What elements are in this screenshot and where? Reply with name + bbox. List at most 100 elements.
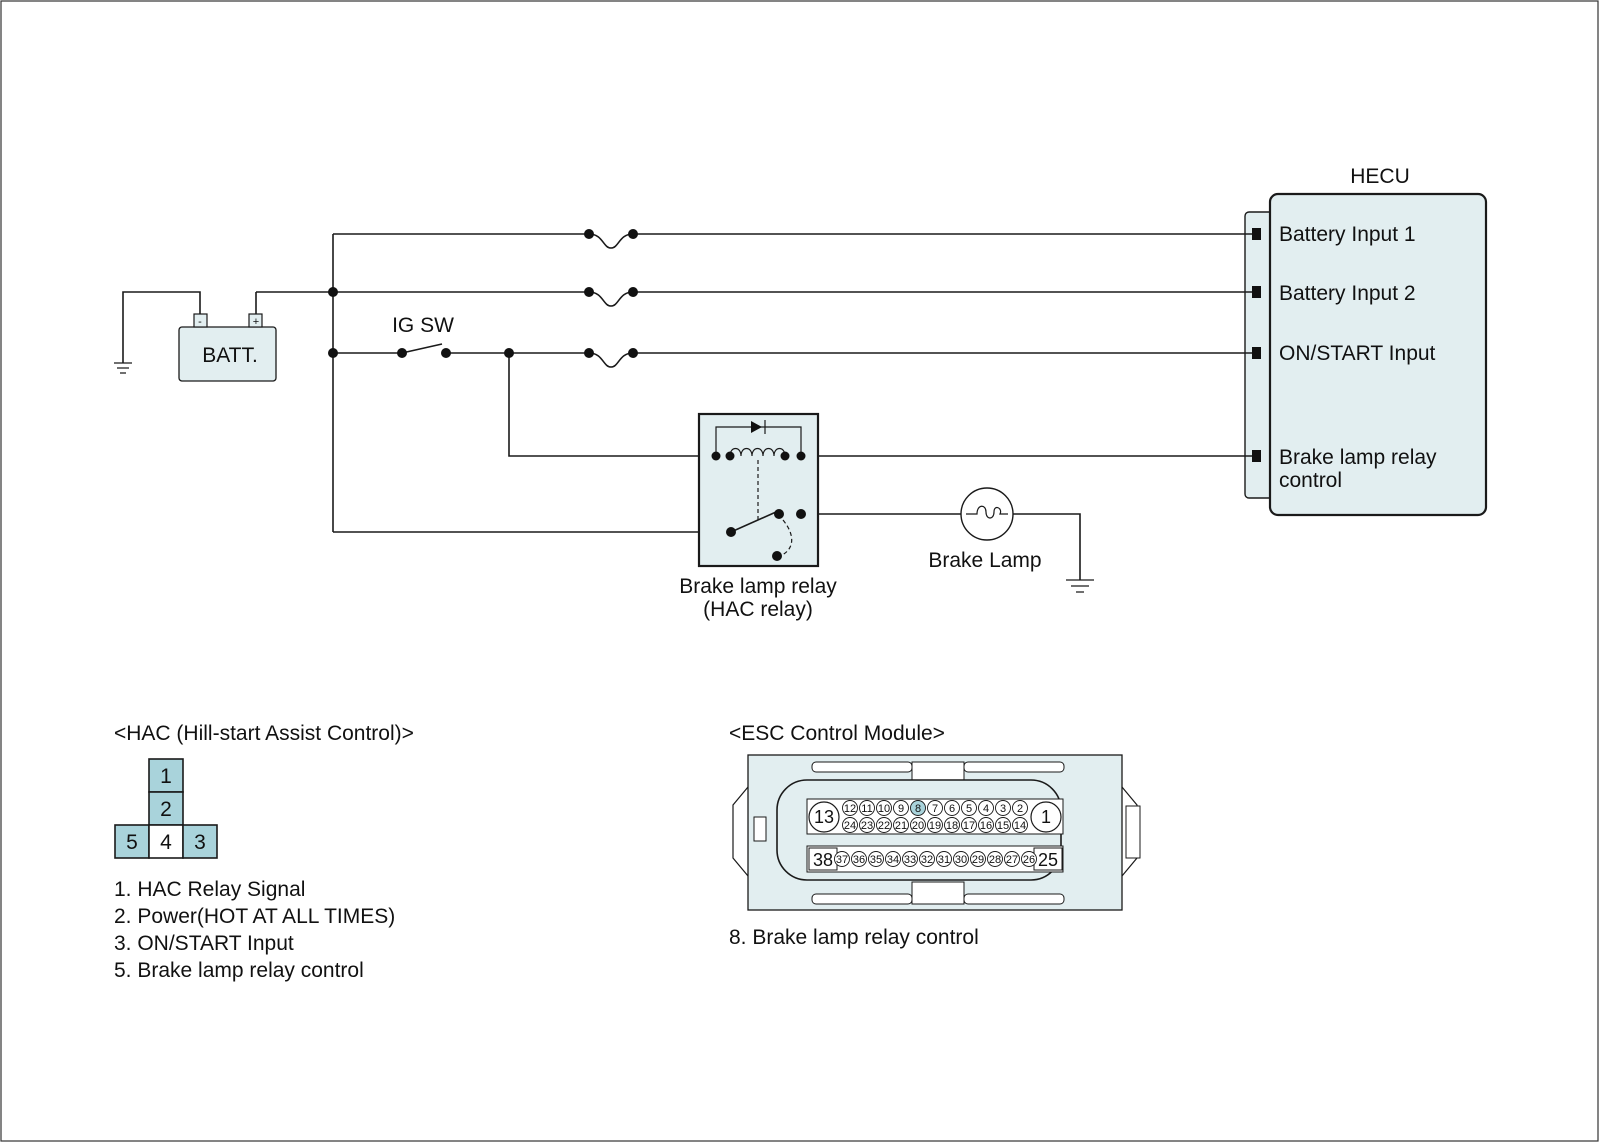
esc-pin-4: [978, 800, 994, 816]
esc-pin-28: [987, 851, 1003, 867]
esc-pin-label: 28: [989, 854, 1001, 866]
esc-pin-5: [961, 800, 977, 816]
esc-pin-label: 9: [898, 803, 904, 815]
esc-pin-label: 34: [887, 854, 899, 866]
junction-dot: [328, 348, 338, 358]
fuse-icon: [588, 233, 634, 249]
brake-lamp-relay: Brake lamp relay (HAC relay): [679, 412, 837, 621]
junction-dots: [328, 229, 638, 358]
esc-pin-label: 35: [870, 854, 882, 866]
esc-pin-label: 25: [1038, 850, 1058, 870]
lamp-bulb: [960, 487, 1014, 541]
fuse-contact-dot: [628, 348, 638, 358]
esc-pin-label: 23: [861, 820, 873, 832]
esc-pin-27: [1004, 851, 1020, 867]
esc-pin-label: 7: [932, 803, 938, 815]
esc-pin-19: [927, 817, 943, 833]
battery-minus-label: -: [198, 316, 202, 328]
hecu-title: HECU: [1350, 165, 1410, 188]
relay-nc-dot: [772, 551, 782, 561]
esc-pin-14: [1012, 817, 1028, 833]
esc-pin-label: 22: [878, 820, 890, 832]
hecu-terminal-4: [1252, 450, 1261, 462]
esc-right-tab: [1125, 805, 1141, 859]
battery-ground-wire: [122, 291, 201, 363]
esc-pin-label: 14: [1014, 820, 1026, 832]
hecu-input-battery-1: Battery Input 1: [1279, 223, 1416, 246]
esc-pin-label: 19: [929, 820, 941, 832]
hecu-terminal-1: [1252, 228, 1261, 240]
esc-pin-label: 6: [949, 803, 955, 815]
esc-pin-1: [1030, 801, 1062, 833]
relay-out-dot: [796, 509, 806, 519]
fuse-icon: [588, 352, 634, 368]
esc-pin-7: [927, 800, 943, 816]
ground-symbol-lamp: [1066, 579, 1094, 593]
esc-pin-22: [876, 817, 892, 833]
esc-pin-30: [953, 851, 969, 867]
esc-key-bottom: [911, 881, 965, 905]
esc-pin-label: 12: [844, 803, 856, 815]
relay-label-line1: Brake lamp relay: [679, 575, 837, 598]
hac-pin-label: 1: [160, 765, 172, 788]
relay-terminal-dot: [780, 451, 790, 461]
ground-icon: [1066, 579, 1094, 593]
battery-icon: - + BATT.: [178, 313, 277, 382]
esc-slot: [811, 761, 913, 773]
relay-switch-arc: [779, 519, 793, 557]
esc-pin-17: [961, 817, 977, 833]
relay-terminal-dot: [796, 451, 806, 461]
esc-pin-24: [842, 817, 858, 833]
hac-pin-label: 5: [126, 831, 138, 854]
esc-pin-15: [995, 817, 1011, 833]
battery-pos-terminal: [248, 313, 263, 328]
esc-pin-label: 37: [836, 854, 848, 866]
esc-pin-label: 31: [938, 854, 950, 866]
esc-pin-31: [936, 851, 952, 867]
hac-legend-item: 3. ON/START Input: [114, 932, 294, 955]
esc-pin-label: 29: [972, 854, 984, 866]
battery-plus-label: +: [253, 316, 259, 328]
switch-contact-dot: [441, 348, 451, 358]
esc-pin-label: 17: [963, 820, 975, 832]
esc-pin-label: 16: [980, 820, 992, 832]
hecu-terminal-3: [1252, 347, 1261, 359]
ground-symbol-battery: [114, 362, 132, 374]
esc-pin-label: 8: [915, 803, 921, 815]
esc-pin-18: [944, 817, 960, 833]
hac-connector: <HAC (Hill-start Assist Control)> 1 2 5 …: [114, 722, 414, 982]
fuse-icon: [588, 291, 634, 307]
hecu-terminal-2: [1252, 286, 1261, 298]
esc-slot: [963, 893, 1065, 905]
lamp-filament: [966, 505, 1008, 519]
esc-slot: [963, 761, 1065, 773]
esc-pin-10: [876, 800, 892, 816]
fuse-contact-dot: [628, 287, 638, 297]
hac-title: <HAC (Hill-start Assist Control)>: [114, 722, 414, 745]
esc-pin-label: 32: [921, 854, 933, 866]
esc-title: <ESC Control Module>: [729, 722, 945, 745]
esc-pin-label: 21: [895, 820, 907, 832]
esc-slot: [811, 893, 913, 905]
relay-label-line2: (HAC relay): [703, 598, 813, 621]
ig-switch-icon: [401, 343, 443, 354]
esc-pin-label: 2: [1017, 803, 1023, 815]
hac-pin-label: 4: [160, 831, 172, 854]
esc-pin-21: [893, 817, 909, 833]
esc-pin-label: 24: [844, 820, 856, 832]
wire-relay-coil-feed: [508, 353, 716, 457]
esc-pin-32: [919, 851, 935, 867]
hac-pin-label: 3: [194, 831, 206, 854]
ig-switch-label: IG SW: [392, 314, 454, 337]
esc-pin-label: 27: [1006, 854, 1018, 866]
hecu-body: [1268, 192, 1488, 517]
esc-pin-33: [902, 851, 918, 867]
battery-label: BATT.: [202, 344, 258, 367]
esc-pin-label: 11: [861, 803, 872, 815]
esc-pin-label: 5: [966, 803, 972, 815]
esc-pin-label: 18: [946, 820, 958, 832]
hecu-input-on-start: ON/START Input: [1279, 342, 1436, 365]
ground-icon: [114, 362, 132, 374]
relay-terminal-dot: [711, 451, 721, 461]
